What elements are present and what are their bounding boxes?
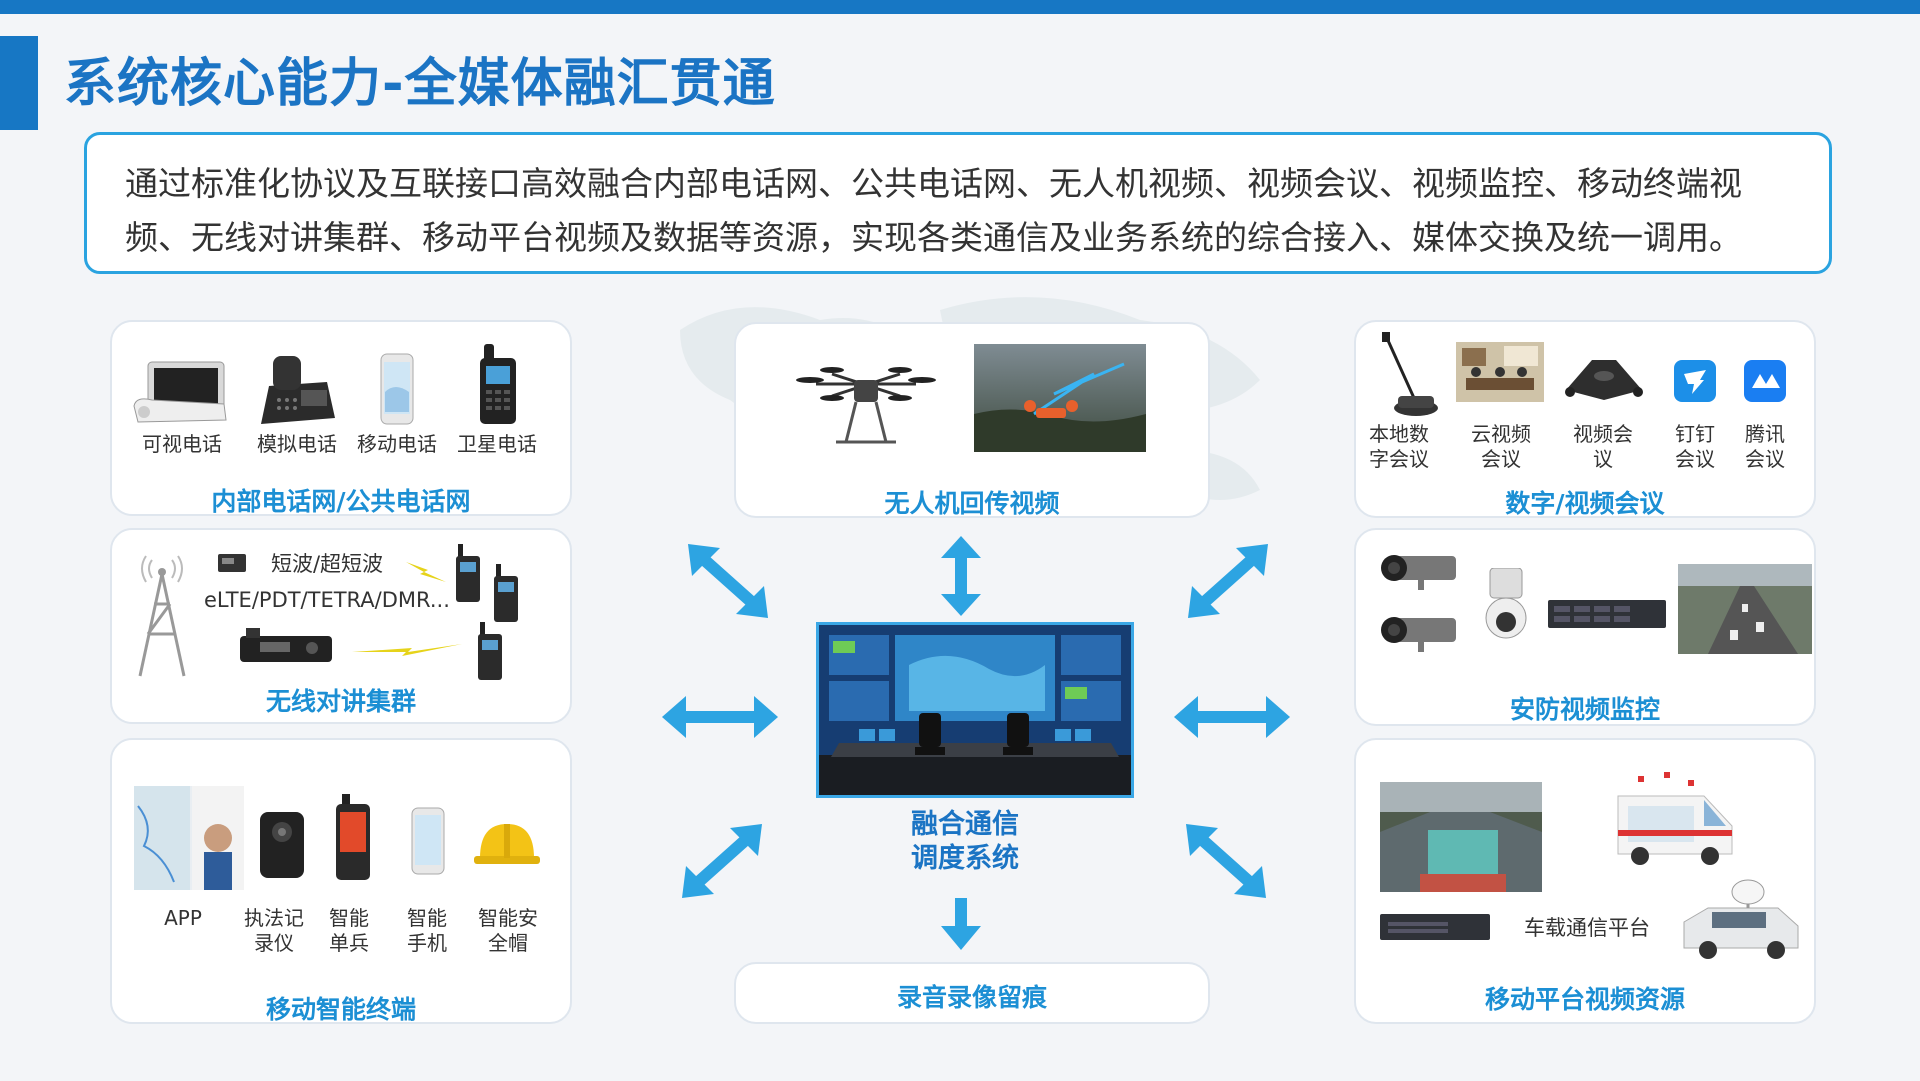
vehicle-radio-icon xyxy=(240,628,332,662)
conference-item-label: 视频会 议 xyxy=(1573,422,1633,471)
vehicle-server-icon xyxy=(1380,914,1490,940)
panel-security-label: 安防视频监控 xyxy=(1509,695,1660,724)
radio-tower-icon xyxy=(138,555,186,677)
smartphone-icon xyxy=(411,807,445,875)
radio-base-icon xyxy=(218,554,246,572)
control-room-illustration xyxy=(819,625,1131,795)
vehicle-platform-text: 车载通信平台 xyxy=(1524,916,1650,940)
radio-protocols-text: eLTE/PDT/TETRA/DMR... xyxy=(204,588,450,612)
arrow-down-left-icon xyxy=(682,824,762,898)
panel-radio-label: 无线对讲集群 xyxy=(265,687,416,716)
panel-mobile-label: 移动智能终端 xyxy=(265,995,416,1024)
intro-text: 通过标准化协议及互联接口高效融合内部电话网、公共电话网、无人机视频、视频会议、视… xyxy=(125,164,1742,257)
panel-radio-trunking: 短波/超短波 eLTE/PDT/TETRA/DMR... 无线对讲集群 xyxy=(110,528,572,724)
mobile-item-label: 智能 手机 xyxy=(407,906,447,955)
panel-recording: 录音录像留痕 xyxy=(734,962,1210,1024)
traffic-camera-photo xyxy=(1678,564,1812,654)
tencent-meeting-icon xyxy=(1744,360,1786,402)
satellite-vehicle-icon xyxy=(1683,879,1799,959)
intro-box: 通过标准化协议及互联接口高效融合内部电话网、公共电话网、无人机视频、视频会议、视… xyxy=(84,132,1832,274)
cloud-meeting-photo xyxy=(1456,342,1544,402)
arrow-left-icon xyxy=(662,696,778,738)
mobile-phone-icon xyxy=(380,353,414,425)
arrow-up-left-icon xyxy=(688,544,768,618)
page-title: 系统核心能力-全媒体融汇贯通 xyxy=(64,54,776,114)
satellite-phone-icon xyxy=(480,344,516,424)
arrow-up-right-icon xyxy=(1188,544,1268,618)
phone-item-label: 模拟电话 xyxy=(257,432,337,456)
rugged-terminal-icon xyxy=(336,794,370,880)
smart-helmet-icon xyxy=(474,824,540,864)
arrow-down-icon xyxy=(941,898,981,950)
panel-security-surveillance: 安防视频监控 xyxy=(1354,528,1816,726)
bullet-camera-icon xyxy=(1381,555,1456,590)
nvr-server-icon xyxy=(1548,600,1666,628)
phone-item-label: 移动电话 xyxy=(357,432,437,456)
mobile-item-label: APP xyxy=(164,906,202,930)
body-camera-icon xyxy=(260,812,304,878)
center-system-label: 融合通信 调度系统 xyxy=(911,809,1019,874)
mobile-item-label: 智能 单兵 xyxy=(329,906,369,955)
conference-item-label: 腾讯 会议 xyxy=(1745,422,1785,471)
panel-mobile-terminals: APP 执法记 录仪 智能 单兵 智能 手机 智能安 全帽 移动智能终端 xyxy=(110,738,572,1024)
lightning-icon xyxy=(352,644,462,656)
vehicle-dashcam-photo xyxy=(1380,782,1542,892)
panel-recording-label: 录音录像留痕 xyxy=(896,983,1047,1012)
drone-icon xyxy=(796,367,936,444)
handheld-radio-icon xyxy=(456,544,480,602)
panel-vehicle-label: 移动平台视频资源 xyxy=(1484,985,1685,1014)
arrow-up-icon xyxy=(941,536,981,616)
app-screenshot xyxy=(134,786,244,890)
panel-drone-label: 无人机回传视频 xyxy=(884,489,1060,518)
control-room-image xyxy=(816,622,1134,798)
panel-phone-label: 内部电话网/公共电话网 xyxy=(211,487,471,516)
top-bar xyxy=(0,0,1920,14)
title-accent xyxy=(0,36,38,130)
video-phone-icon xyxy=(133,361,227,423)
phone-item-label: 卫星电话 xyxy=(457,432,537,456)
panel-vehicle-platform: 车载通信平台 移动平台视频资源 xyxy=(1354,738,1816,1024)
conference-item-label: 本地数 字会议 xyxy=(1369,422,1429,471)
handheld-radio-icon xyxy=(478,622,502,680)
panel-phone-network: 可视电话 模拟电话 移动电话 卫星电话 内部电话网/公共电话网 xyxy=(110,320,572,516)
panel-drone-video: 无人机回传视频 xyxy=(734,322,1210,518)
radio-shortwave-text: 短波/超短波 xyxy=(270,552,384,576)
conference-item-label: 云视频 会议 xyxy=(1471,422,1531,471)
analog-phone-icon xyxy=(261,356,335,424)
lightning-icon xyxy=(406,562,446,582)
panel-conference-label: 数字/视频会议 xyxy=(1505,489,1665,518)
conference-item-label: 钉钉 会议 xyxy=(1675,422,1715,471)
command-vehicle-icon xyxy=(1617,772,1733,865)
mobile-item-label: 智能安 全帽 xyxy=(478,906,538,955)
panel-conference: 本地数 字会议 云视频 会议 视频会 议 钉钉 会议 腾讯 会议 数字/视频会议 xyxy=(1354,320,1816,518)
handheld-radio-icon xyxy=(494,564,518,622)
dome-camera-icon xyxy=(1485,568,1527,639)
arrow-right-icon xyxy=(1174,696,1290,738)
desk-microphone-icon xyxy=(1382,332,1438,416)
dingtalk-icon xyxy=(1674,360,1716,402)
bullet-camera-icon xyxy=(1381,617,1456,652)
mobile-item-label: 执法记 录仪 xyxy=(244,906,304,955)
drone-aerial-photo xyxy=(974,344,1146,452)
conference-speaker-icon xyxy=(1565,360,1643,400)
phone-item-label: 可视电话 xyxy=(142,432,222,456)
arrow-down-right-icon xyxy=(1186,824,1266,898)
